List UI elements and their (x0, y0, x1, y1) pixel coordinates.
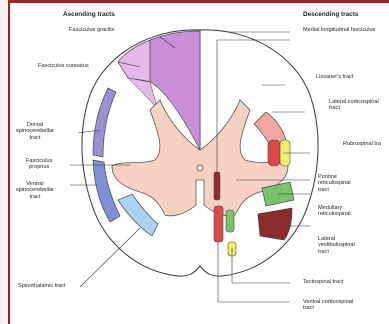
label-tectospinal-tract: Tectospinal tract (303, 279, 343, 285)
label-fasciculus-cuneatus: Fasciculus cuneatus (38, 63, 89, 69)
ventral-corticospinal-tract (214, 206, 223, 242)
pontine-reticulospinal-tract (226, 210, 234, 232)
label-lateral-corticospinal: Lateral corticospinal tract (329, 99, 379, 112)
label-rubrospinal: Rubrospinal tra (343, 141, 381, 147)
descending-tracts-heading: Descending tracts (303, 11, 358, 18)
label-medullary-reticulospinal: Medullary reticulospinal (318, 205, 351, 218)
medial-longitudinal-fasciculus (214, 172, 220, 200)
label-lateral-vestibulospinal: Lateral vestibulospinal tract (318, 236, 355, 255)
label-ventral-corticospinal: Ventral corticospinal tract (303, 299, 353, 312)
label-dorsal-spinocerebellar: Dorsal spinocerebellar tract (16, 122, 54, 141)
label-fasciculus-proprius: Fasciculus proprius (26, 158, 52, 171)
label-fasciculus-gracilis: Fasciculus gracilis (69, 27, 114, 33)
lateral-vestibulospinal-tract (258, 208, 292, 240)
rubrospinal-tract-red (268, 140, 280, 166)
label-pontine-reticulospinal: Pontine reticulospinal tract (318, 174, 351, 193)
central-canal (197, 165, 203, 171)
label-lissauers-tract: Lissauer's tract (316, 74, 353, 80)
label-spinothalamic-tract: Spinothalamic tract (18, 283, 66, 289)
ascending-tracts-heading: Ascending tracts (63, 11, 115, 18)
label-medial-longitudinal-fasciculus: Medial longitudinal fasciculus (303, 27, 375, 33)
label-ventral-spinocerebellar: Ventral spinocerebellar tract (16, 181, 54, 200)
